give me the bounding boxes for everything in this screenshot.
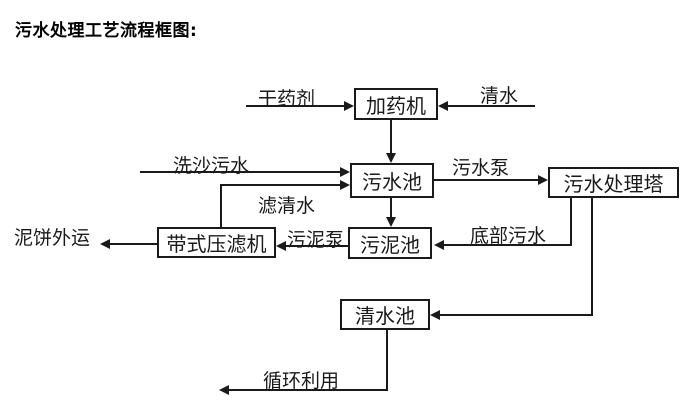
arrow-line-recycle <box>229 389 388 391</box>
arrow-line-mud-cake <box>110 243 157 245</box>
arrow-line-clean-water-in <box>448 105 535 107</box>
node-dosing-machine: 加药机 <box>354 88 438 120</box>
arrowhead-sewage-pump <box>538 175 548 185</box>
arrow-line-filtered-water <box>220 184 341 186</box>
node-sewage-treatment-tower: 污水处理塔 <box>548 167 679 198</box>
arrow-line-dosing-to-pool <box>390 120 392 154</box>
node-clean-water-pool: 清水池 <box>340 299 430 330</box>
node-sludge-pool: 污泥池 <box>348 227 432 259</box>
arrowhead-pool-to-sludge <box>386 217 396 227</box>
label-recycle-use: 循环利用 <box>263 370 340 392</box>
arrow-line-filtered-water-vertical <box>220 184 222 227</box>
arrow-line-sludge-pump <box>286 245 348 247</box>
arrowhead-clean-water-in <box>438 101 448 111</box>
label-bottom-sewage: 底部污水 <box>470 225 547 247</box>
label-sewage-pump: 污水泵 <box>452 157 510 179</box>
arrowhead-dry-agent <box>344 101 354 111</box>
label-clean-water-in: 清水 <box>480 85 519 107</box>
label-dry-agent: 干药剂 <box>258 88 316 110</box>
arrow-line-pool-to-sludge <box>390 198 392 218</box>
label-filtered-water: 滤清水 <box>258 195 316 217</box>
label-mud-cake-outbound: 泥饼外运 <box>14 227 91 249</box>
arrowhead-mud-cake <box>100 239 110 249</box>
node-sewage-pool: 污水池 <box>350 163 434 198</box>
arrowhead-sludge-pump <box>276 241 286 251</box>
arrow-line-sand-washing <box>140 171 341 173</box>
arrow-line-sewage-pump <box>434 179 539 181</box>
arrowhead-filtered-water <box>340 180 350 190</box>
arrowhead-tower-to-clean <box>430 310 440 320</box>
arrowhead-dosing-to-pool <box>386 153 396 163</box>
arrow-line-bottom-sewage-vertical <box>570 198 572 246</box>
label-sludge-pump: 污泥泵 <box>287 229 345 251</box>
label-sand-washing-sewage: 洗沙污水 <box>173 155 250 177</box>
arrow-line-dry-agent <box>246 105 344 107</box>
arrowhead-bottom-sewage <box>434 240 444 250</box>
arrowhead-sand-washing <box>340 167 350 177</box>
arrow-line-bottom-sewage <box>444 244 572 246</box>
diagram-title: 污水处理工艺流程框图: <box>15 21 198 41</box>
node-belt-filter-press: 带式压滤机 <box>157 227 276 258</box>
arrow-line-recycle-vertical <box>386 330 388 391</box>
arrowhead-recycle <box>219 385 229 395</box>
arrow-line-tower-to-clean <box>440 314 593 316</box>
arrow-line-tower-to-clean-vertical <box>591 198 593 316</box>
